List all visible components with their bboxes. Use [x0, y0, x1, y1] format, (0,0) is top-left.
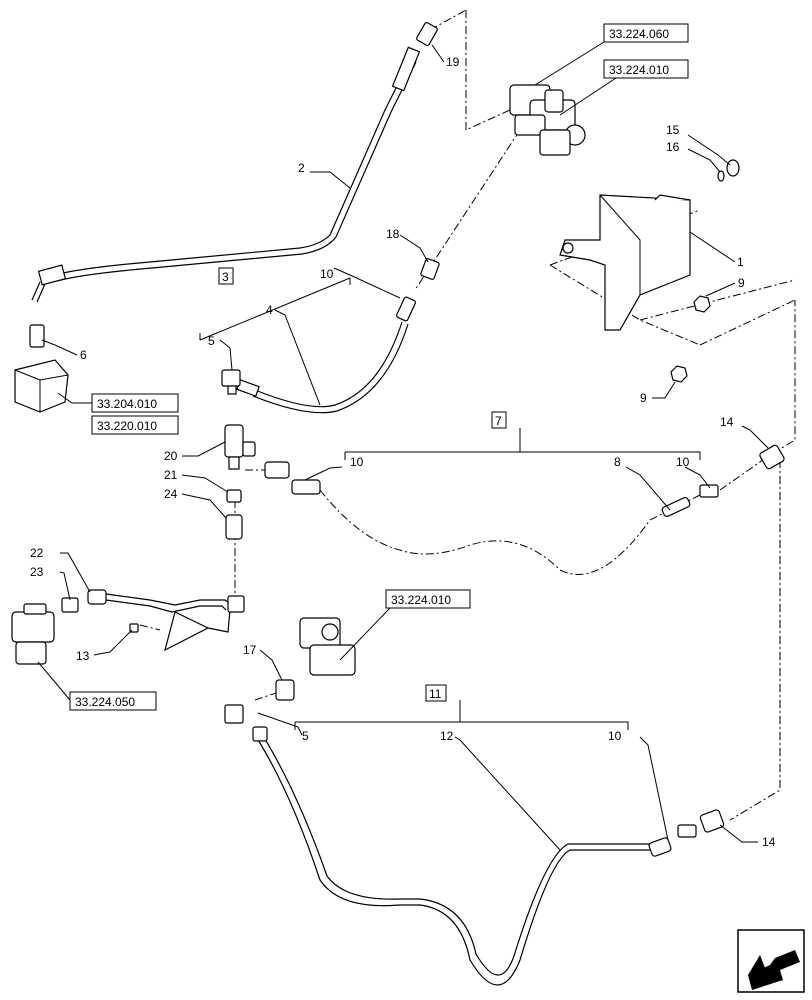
fitting-10-right: [699, 484, 719, 498]
callout-12: 12: [440, 729, 454, 743]
reference-link-33-224-060[interactable]: 33.224.060: [603, 23, 689, 43]
callout-14-top: 14: [720, 415, 734, 429]
boxed-group-3: 3: [218, 267, 234, 285]
routing-lines: [139, 9, 796, 821]
reference-link-33-224-010-lower[interactable]: 33.224.010: [385, 589, 471, 609]
elbow-5-lower: [224, 704, 244, 724]
tee-20: [224, 424, 256, 470]
reference-link-33-224-050[interactable]: 33.224.050: [69, 691, 157, 711]
fitting-17: [275, 679, 295, 701]
callout-10-mid: 10: [350, 455, 364, 469]
fitting-14-upper: [759, 444, 785, 470]
tube-10: [291, 479, 321, 495]
hose-4: [236, 321, 409, 414]
callout-13: 13: [76, 649, 90, 663]
leader-lines: [37, 41, 769, 851]
valve-assembly-top: [509, 84, 586, 156]
ring-15: [726, 159, 740, 177]
callout-5-bottom: 5: [302, 729, 309, 743]
svg-text:33.220.010: 33.220.010: [97, 419, 157, 433]
callout-5-top: 5: [208, 334, 215, 348]
fitting-6: [29, 324, 45, 348]
elbow-5-upper: [221, 369, 241, 395]
valve-lower-left: [11, 603, 55, 665]
plug-21: [226, 489, 242, 503]
svg-text:7: 7: [495, 414, 502, 428]
callout-22: 22: [30, 546, 44, 560]
fitting-23: [61, 597, 79, 613]
callout-9a: 9: [738, 276, 745, 290]
callout-6: 6: [80, 348, 87, 362]
callout-10-right: 10: [676, 455, 690, 469]
reference-link-33-220-010[interactable]: 33.220.010: [91, 415, 179, 435]
callout-20: 20: [164, 449, 178, 463]
fitting-19: [416, 21, 438, 47]
callout-21: 21: [164, 468, 178, 482]
boxed-group-7: 7: [491, 411, 507, 429]
callout-8: 8: [614, 455, 621, 469]
group-bracket-7: [344, 428, 701, 460]
callout-24: 24: [164, 487, 178, 501]
callout-17: 17: [243, 643, 257, 657]
reference-link-33-204-010[interactable]: 33.204.010: [91, 393, 179, 413]
svg-text:11: 11: [429, 687, 442, 701]
nut-9-b: [670, 365, 688, 383]
callout-4: 4: [266, 303, 273, 317]
callout-2: 2: [298, 161, 305, 175]
hose-2: [31, 46, 421, 303]
callout-15: 15: [666, 123, 680, 137]
group-bracket-3: [199, 277, 351, 341]
callout-19: 19: [446, 55, 460, 69]
svg-text:3: 3: [222, 270, 229, 284]
washer-16: [717, 170, 725, 182]
hose-12: [252, 726, 672, 986]
callout-16: 16: [666, 140, 680, 154]
svg-text:33.224.010: 33.224.010: [609, 63, 669, 77]
bracket-1: [559, 194, 691, 331]
valve-assembly-lower: [299, 617, 356, 676]
nut-9-a: [693, 295, 711, 313]
callout-23: 23: [30, 565, 44, 579]
arrow-nav-icon[interactable]: [737, 929, 805, 993]
callout-18: 18: [386, 227, 400, 241]
callout-1: 1: [737, 255, 744, 269]
boxed-group-11: 11: [425, 684, 447, 702]
callout-labels: 19 15 16 1 9 9 2 18 10 4 5 6 20 21 24 10…: [30, 55, 776, 849]
svg-text:33.224.060: 33.224.060: [609, 27, 669, 41]
block-valve-left: [14, 359, 69, 413]
fitting-10-mid: [264, 461, 290, 479]
fitting-10-upper: [395, 296, 417, 322]
pipe-22: [87, 589, 245, 652]
reference-link-33-224-010-top[interactable]: 33.224.010: [603, 59, 689, 79]
callout-10-top: 10: [320, 267, 334, 281]
callout-9b: 9: [640, 391, 647, 405]
callout-10-bottom: 10: [608, 729, 622, 743]
svg-text:33.204.010: 33.204.010: [97, 397, 157, 411]
fitting-24: [225, 514, 243, 540]
callout-14-bottom: 14: [762, 835, 776, 849]
group-bracket-11: [294, 700, 629, 730]
fitting-18: [420, 258, 440, 280]
svg-text:33.224.010: 33.224.010: [391, 593, 451, 607]
fitting-14-lower: [699, 809, 725, 833]
svg-text:33.224.050: 33.224.050: [75, 695, 135, 709]
fitting-10-lower: [677, 824, 697, 838]
hose-8: [661, 496, 691, 518]
